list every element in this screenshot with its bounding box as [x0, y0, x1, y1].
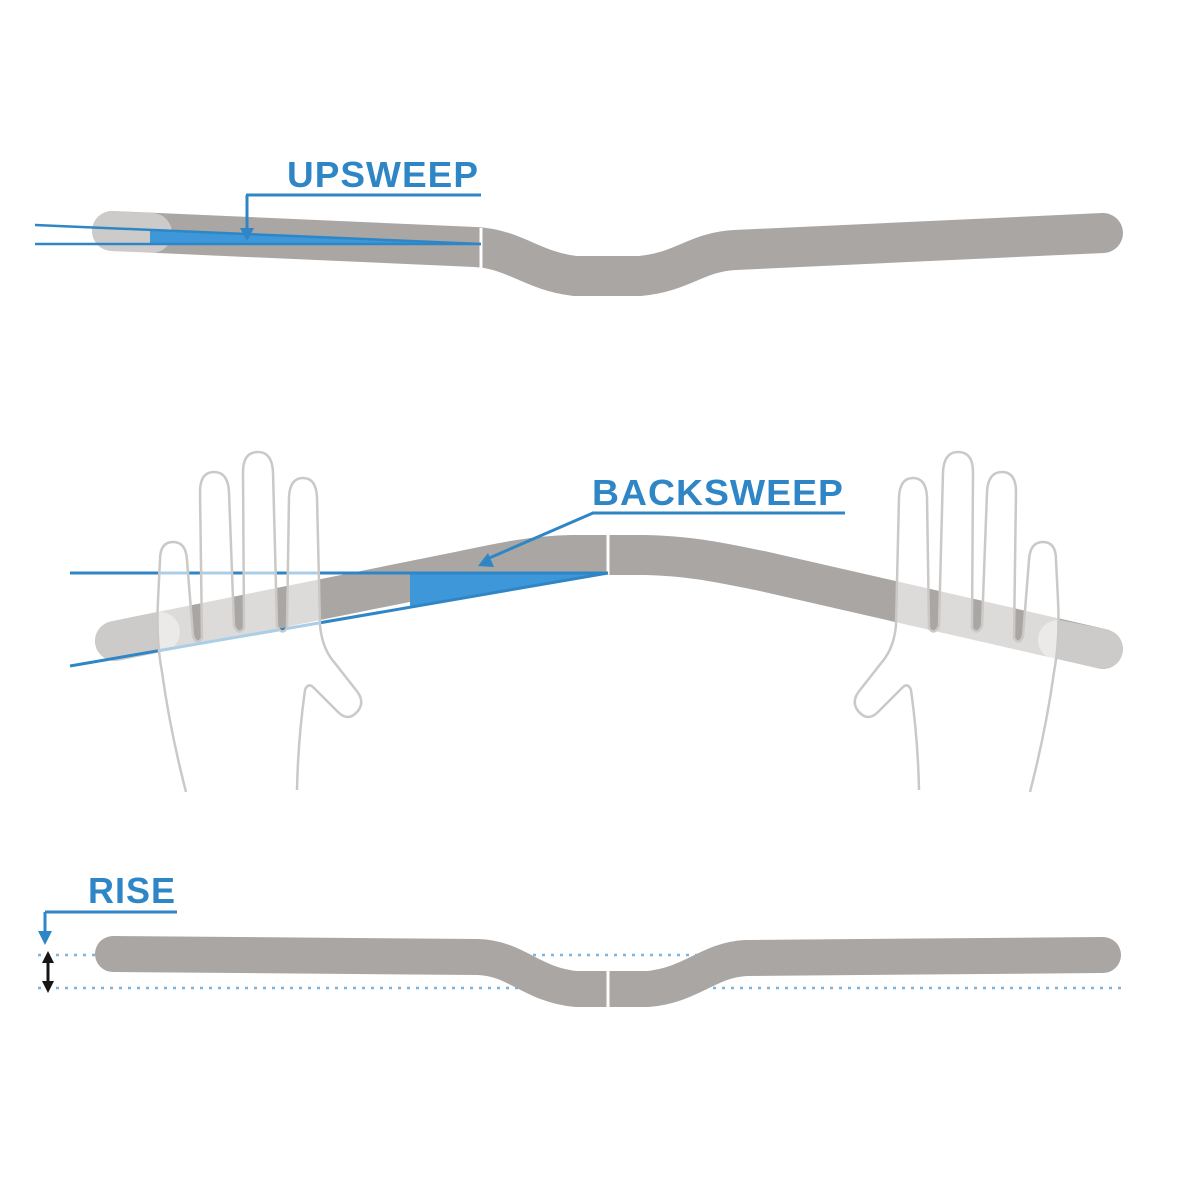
left-grip-highlight: [95, 612, 180, 661]
handlebar-front-view: [92, 211, 1123, 296]
measure-arrow-up-icon: [42, 951, 54, 963]
backsweep-leader-line: [486, 511, 594, 561]
bar-axis-line: [34, 223, 482, 246]
handlebar-front-view: [95, 936, 1121, 1007]
right-hand-outline: [853, 450, 1060, 794]
left-grip-highlight: [92, 211, 172, 253]
upsweep-diagram: UPSWEEP: [34, 154, 1123, 296]
right-grip-highlight: [1038, 620, 1123, 669]
arrow-down-left-icon: [478, 553, 494, 567]
backsweep-label: BACKSWEEP: [592, 472, 844, 513]
upsweep-label: UPSWEEP: [287, 154, 479, 195]
measure-arrow-down-icon: [42, 981, 54, 993]
arrow-down-icon: [38, 931, 52, 945]
arrow-down-icon: [240, 228, 254, 241]
rise-label: RISE: [88, 870, 176, 911]
backsweep-diagram: BACKSWEEP: [69, 450, 1123, 794]
rise-diagram: RISE: [38, 870, 1125, 1009]
